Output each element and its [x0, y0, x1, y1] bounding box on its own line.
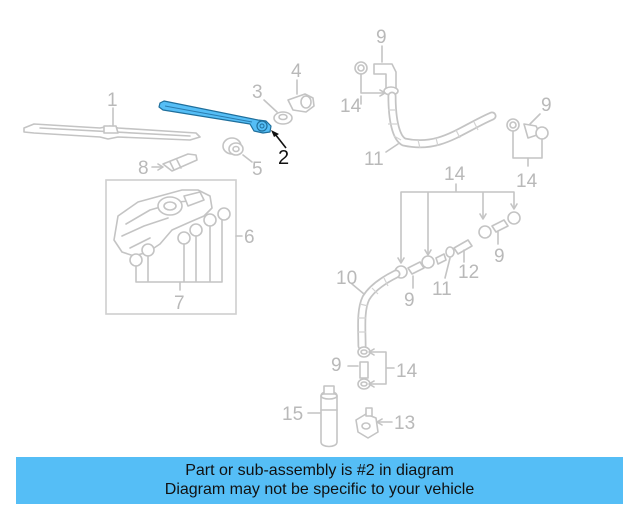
leader-8-arrow — [157, 163, 164, 171]
leader-14-low-arrows — [368, 348, 375, 388]
leader-3 — [263, 99, 278, 113]
leader-14-top-bracket — [360, 73, 385, 94]
parts-diagram: 1 2 3 4 5 8 6 — [23, 27, 552, 448]
callout-5: 5 — [252, 159, 263, 180]
banner-line-1: Part or sub-assembly is #2 in diagram — [185, 462, 454, 479]
leader-10 — [351, 283, 365, 295]
leader-14-mid-arrows — [397, 203, 518, 264]
leader-14-top-arrow — [379, 89, 386, 97]
leader-11-top — [385, 143, 399, 153]
washer-pump-part[interactable] — [320, 385, 338, 448]
banner-line-2: Diagram may not be specific to your vehi… — [164, 481, 475, 498]
info-banner: Part or sub-assembly is #2 in diagram Di… — [16, 457, 623, 504]
leader-2-arrow — [271, 130, 279, 137]
hose-11-top[interactable] — [387, 91, 497, 149]
wiper-arm-highlighted[interactable] — [158, 100, 272, 134]
connector-chain[interactable] — [394, 211, 521, 279]
callout-9-mid-right: 9 — [494, 246, 505, 267]
clamp-top-left[interactable] — [354, 61, 368, 75]
callout-11-mid: 11 — [432, 279, 452, 300]
callout-8: 8 — [138, 158, 149, 179]
leader-9-right — [529, 113, 541, 125]
callout-9-top: 9 — [376, 27, 387, 48]
callout-4: 4 — [291, 61, 302, 82]
callout-14-mid: 14 — [444, 164, 466, 185]
callout-2: 2 — [278, 147, 289, 169]
hose-10[interactable] — [357, 269, 401, 351]
callout-9-mid: 9 — [404, 290, 415, 311]
callout-14-right: 14 — [516, 171, 538, 192]
callout-15: 15 — [282, 404, 303, 425]
clamps-lower[interactable] — [357, 346, 371, 390]
clamp-right-pair[interactable] — [506, 118, 549, 140]
callout-13: 13 — [394, 413, 415, 434]
leader-13-arrow — [376, 418, 383, 426]
connector-13-part[interactable] — [355, 407, 379, 439]
grommet-part[interactable] — [222, 137, 244, 156]
cap-part[interactable] — [287, 93, 315, 113]
leader-14-low-bracket — [369, 351, 395, 385]
leader-11-mid — [444, 257, 451, 279]
wiper-blade-part[interactable] — [23, 123, 201, 141]
nut-part[interactable] — [273, 111, 293, 125]
callout-10: 10 — [336, 268, 357, 289]
callout-12: 12 — [458, 262, 479, 283]
callout-9-low: 9 — [331, 355, 342, 376]
leader-7-bracket — [135, 219, 223, 283]
nozzle-part[interactable] — [162, 153, 198, 172]
elbow-connector-part[interactable] — [373, 63, 399, 96]
wiper-motor-part[interactable] — [113, 189, 213, 257]
callout-14-low: 14 — [396, 361, 418, 382]
callout-11-top: 11 — [364, 149, 384, 170]
leader-5 — [242, 154, 253, 163]
callout-14-top: 14 — [340, 96, 362, 117]
leader-2 — [274, 133, 287, 149]
callout-6: 6 — [244, 227, 255, 248]
callout-7: 7 — [174, 293, 185, 314]
callout-9-right: 9 — [541, 95, 552, 116]
callout-3: 3 — [252, 82, 263, 103]
motor-assembly-box — [105, 179, 237, 315]
leader-14-mid-bracket — [400, 183, 515, 263]
callout-1: 1 — [107, 90, 118, 111]
